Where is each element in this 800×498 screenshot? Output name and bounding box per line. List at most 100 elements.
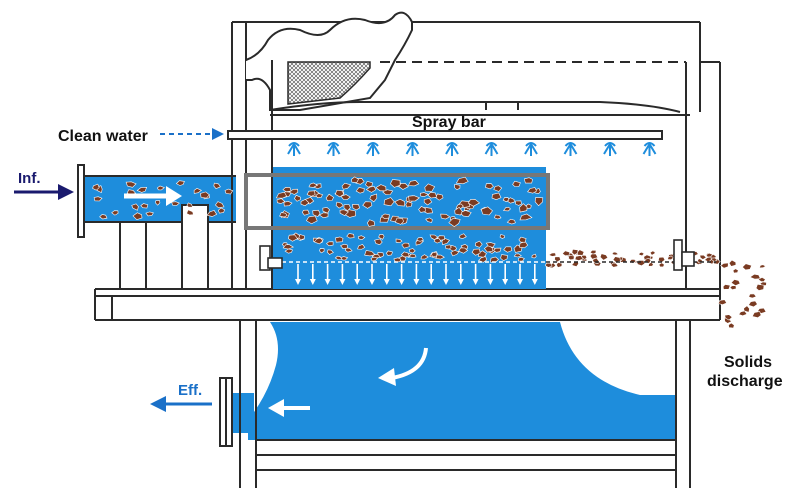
solid-particle (357, 244, 366, 250)
solid-particle (580, 255, 588, 260)
solid-particle (730, 279, 741, 286)
solid-particle (751, 311, 762, 319)
solid-particle (346, 233, 355, 239)
down-arrow-head (383, 279, 390, 285)
solid-particle (534, 197, 544, 207)
down-arrow-head (472, 279, 479, 285)
solid-particle (335, 236, 344, 243)
solid-particle (358, 235, 366, 241)
down-arrow-head (443, 279, 449, 285)
lower-tank (239, 320, 691, 488)
effluent-label: Eff. (178, 382, 202, 399)
solid-particle (544, 262, 553, 268)
solid-particle (523, 177, 533, 184)
solid-particle (224, 188, 234, 195)
solid-particle (574, 255, 584, 261)
solid-particle (131, 203, 139, 211)
solid-particle (480, 206, 493, 216)
solid-particle (561, 250, 571, 257)
spray-nozzles (287, 142, 657, 156)
solid-particle (503, 206, 511, 212)
solid-particle (186, 202, 193, 208)
down-arrow-head (531, 279, 538, 285)
solid-particle (365, 186, 377, 193)
solid-particle (738, 310, 748, 317)
spray-bar (227, 130, 663, 140)
inlet-supports (119, 204, 209, 290)
solid-particle (366, 219, 376, 227)
solid-particle (171, 201, 180, 206)
drum-solids (275, 176, 544, 263)
solid-particle (500, 254, 508, 262)
solid-particle (610, 262, 619, 268)
base-deck (94, 288, 721, 321)
solid-particle (667, 255, 674, 261)
tank-flow-arrow (268, 399, 310, 417)
down-arrow-head (369, 279, 375, 285)
solid-particle (157, 185, 165, 191)
solid-particle (454, 206, 463, 216)
down-arrow-head (457, 279, 464, 285)
solid-particle (494, 214, 502, 220)
solid-particle (519, 213, 533, 221)
drum-lifting-bracket (485, 101, 519, 110)
solid-particle (217, 207, 225, 214)
solid-particle (471, 248, 481, 256)
solid-particle (589, 253, 599, 260)
solid-particle (326, 241, 334, 247)
spray-nozzle-icon (603, 142, 617, 156)
solid-particle (717, 299, 728, 306)
solid-particle (132, 212, 143, 221)
down-arrow-head (428, 279, 435, 285)
solid-particle (429, 234, 439, 241)
solid-particle (335, 201, 344, 209)
solid-particle (341, 182, 352, 190)
solid-particle (589, 249, 597, 255)
solid-particle (393, 257, 402, 263)
solid-particle (390, 179, 401, 188)
influent-arrow (14, 184, 74, 200)
solid-particle (385, 250, 393, 256)
solid-particle (351, 176, 359, 184)
effluent-arrow (150, 396, 212, 412)
solid-particle (419, 192, 429, 197)
solid-particle (741, 263, 753, 271)
solid-particle (518, 236, 527, 243)
solid-particle (294, 194, 301, 202)
solid-particle (732, 268, 739, 274)
solid-particle (302, 209, 310, 216)
down-arrow-head (517, 279, 523, 285)
solid-particle (375, 184, 387, 192)
solid-particle (424, 183, 436, 192)
solid-particle (478, 256, 488, 263)
down-arrow-head (295, 279, 301, 285)
solid-particle (611, 251, 619, 256)
spray-nozzle-icon (524, 142, 538, 156)
solid-particle (352, 203, 360, 211)
inlet-solids (92, 180, 234, 221)
solid-particle (425, 217, 433, 223)
solid-particle (319, 248, 325, 254)
solid-particle (474, 240, 483, 248)
discharge-solids (717, 259, 767, 329)
solid-particle (145, 211, 154, 217)
down-arrow-head (413, 279, 420, 285)
solid-particle (527, 187, 537, 194)
solid-particle (648, 262, 654, 267)
solid-particle (334, 255, 343, 260)
solid-particle (548, 252, 557, 257)
solid-particle (755, 283, 765, 291)
solid-particle (705, 252, 714, 258)
solid-particle (394, 198, 405, 207)
solid-particle (703, 256, 712, 263)
solid-particle (729, 285, 737, 291)
solid-particle (490, 256, 499, 263)
solid-particle (440, 213, 451, 220)
solid-particle (322, 207, 330, 214)
solid-particle (435, 254, 445, 260)
down-arrow-head (324, 279, 331, 285)
down-arrow-head (398, 279, 405, 285)
solid-particle (175, 180, 185, 186)
inlet-pipe (77, 164, 236, 238)
solid-particle (454, 183, 461, 191)
